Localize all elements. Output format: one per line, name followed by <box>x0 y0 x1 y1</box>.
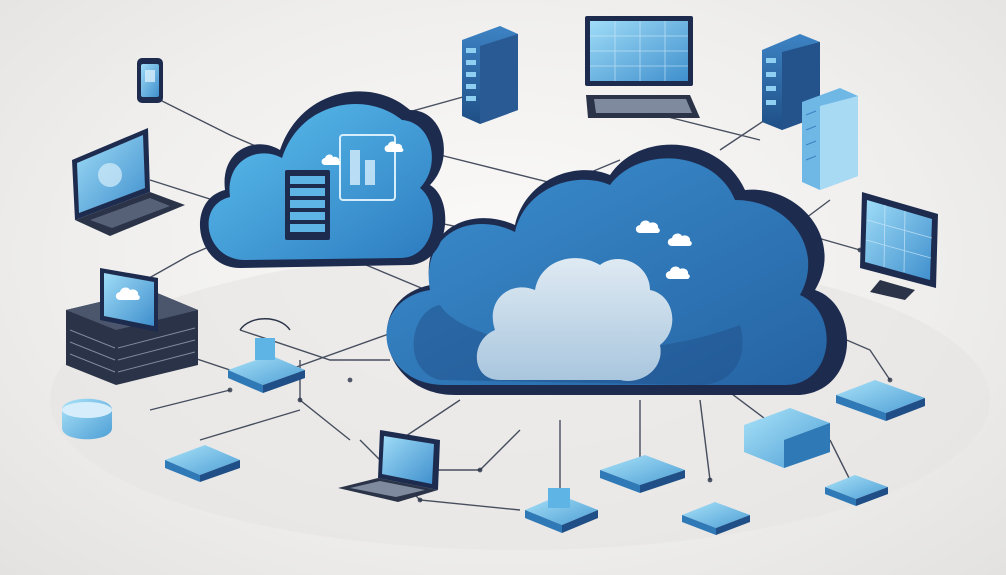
database-icon <box>62 398 112 440</box>
router-icon <box>165 445 240 482</box>
server-icon <box>762 34 858 190</box>
monitor-icon <box>860 192 938 300</box>
smartphone-icon <box>137 58 163 103</box>
router-icon <box>228 318 305 393</box>
server-icon <box>66 268 198 385</box>
router-icon <box>600 455 685 493</box>
server-icon <box>462 26 518 124</box>
laptop-icon <box>72 128 185 236</box>
cloud-icon <box>386 144 848 395</box>
server-icon <box>744 408 830 468</box>
cloud-icon <box>199 91 446 268</box>
monitor-icon <box>585 16 700 118</box>
router-icon <box>682 502 750 535</box>
router-icon <box>836 380 925 421</box>
router-icon <box>525 488 598 533</box>
router-icon <box>825 475 888 506</box>
laptop-icon <box>338 430 440 502</box>
